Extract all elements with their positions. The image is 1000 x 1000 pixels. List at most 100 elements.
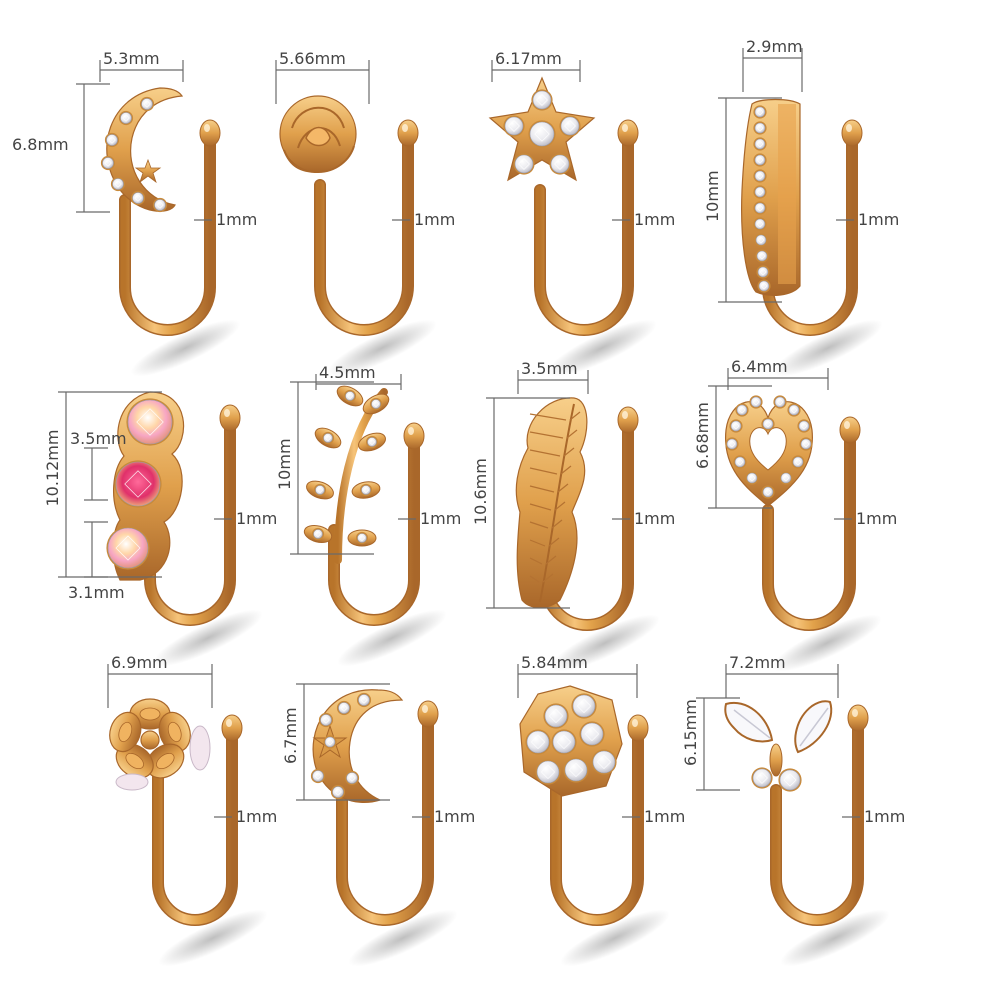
hexagon-stone-5-facet bbox=[540, 764, 556, 780]
heart-stone-11-facet bbox=[782, 474, 790, 482]
star-stone-1-facet bbox=[564, 120, 576, 132]
moon-cuff-ball-end bbox=[199, 119, 221, 147]
moon-star-stone-0-facet bbox=[360, 696, 368, 704]
feather-vein-r-6 bbox=[551, 519, 563, 529]
bar-stone-3 bbox=[754, 154, 766, 166]
leaf-stone-3-facet bbox=[324, 434, 332, 442]
heart-cutout bbox=[749, 427, 787, 471]
heart-cuff-wire bbox=[763, 427, 855, 630]
star-center-stone bbox=[529, 121, 555, 147]
flower-icon bbox=[140, 730, 160, 750]
bar-stone-3-facet bbox=[756, 156, 764, 164]
hexagon-stone-2-facet bbox=[530, 734, 546, 750]
feather-vein-l-6 bbox=[529, 521, 549, 529]
moon-star-cuff-wire bbox=[337, 711, 433, 925]
bar-stone-10-facet bbox=[759, 268, 767, 276]
bar-side bbox=[778, 104, 796, 284]
moon-stone-5 bbox=[132, 192, 144, 204]
heart-cuff-ball-end bbox=[839, 416, 861, 444]
feather-cuff-ball-highlight bbox=[622, 411, 628, 419]
hexagon-wire-label: 1mm bbox=[644, 807, 685, 826]
flower-crystal-right bbox=[189, 725, 211, 771]
feather-vein-l-0 bbox=[529, 413, 567, 421]
star-icon bbox=[134, 158, 162, 184]
feather-vein-l-1 bbox=[529, 431, 564, 439]
heart-stone-5-facet bbox=[732, 422, 740, 430]
feather-vein-l-2 bbox=[529, 449, 561, 457]
hexagon-stone-6-facet bbox=[568, 762, 584, 778]
heart-stone-7 bbox=[800, 438, 812, 450]
heart-stone-7-facet bbox=[802, 440, 810, 448]
bar-stone-8-facet bbox=[757, 236, 765, 244]
flower-cuff-wire bbox=[153, 725, 237, 925]
three-stone-cuff-wire bbox=[145, 415, 235, 625]
star-flower-cuff-ball-highlight bbox=[622, 124, 628, 132]
ab-stone-bottom bbox=[107, 527, 149, 569]
moon-star-wire-label: 1mm bbox=[434, 807, 475, 826]
butterfly-stone-right bbox=[779, 769, 801, 791]
pink-stone-middle bbox=[115, 461, 161, 507]
moon-wire-label: 1mm bbox=[216, 210, 257, 229]
star-stone-2-facet bbox=[554, 158, 566, 170]
bar-cuff-ball-end bbox=[841, 119, 863, 147]
star-stone-3-facet bbox=[518, 158, 530, 170]
butterfly-cuff-wire-outline bbox=[770, 714, 864, 926]
three-stone-middle-label: 3.5mm bbox=[70, 429, 127, 448]
moon-cuff-wire-outline bbox=[119, 129, 216, 336]
hexagon-stone-0 bbox=[544, 704, 568, 728]
bar-stone-0-facet bbox=[756, 108, 764, 116]
ab-stone-bottom-facet bbox=[115, 535, 141, 561]
moon-stone-5-facet bbox=[134, 194, 142, 202]
heart-stone-13-facet bbox=[764, 420, 772, 428]
moon-star-center-stone bbox=[324, 736, 336, 748]
bar-stone-5-facet bbox=[756, 188, 764, 196]
rose-center bbox=[305, 126, 331, 147]
butterfly-wire-label: 1mm bbox=[864, 807, 905, 826]
hexagon-stone-7-facet bbox=[596, 754, 612, 770]
moon-width-label: 5.3mm bbox=[103, 49, 160, 68]
leaf-stone-1 bbox=[345, 391, 355, 401]
heart-stone-6-facet bbox=[728, 440, 736, 448]
heart-stone-8 bbox=[734, 456, 746, 468]
bar-cuff-shadow bbox=[773, 319, 883, 377]
bar-stone-0 bbox=[754, 106, 766, 118]
bar-stone-9-facet bbox=[758, 252, 766, 260]
star-stone-1 bbox=[560, 116, 580, 136]
hexagon-stone-0-facet bbox=[548, 708, 564, 724]
heart-stone-9-facet bbox=[794, 458, 802, 466]
butterfly-body bbox=[769, 743, 783, 777]
moon-stone-3-facet bbox=[104, 159, 112, 167]
flower-cuff-ball-highlight bbox=[226, 719, 232, 727]
heart-stone-3-facet bbox=[790, 406, 798, 414]
heart-stone-11 bbox=[780, 472, 792, 484]
butterfly-wing-facets bbox=[733, 707, 829, 747]
leaf-stone-6 bbox=[357, 533, 367, 543]
moon-star-stone-3 bbox=[312, 770, 324, 782]
rose-petal-3 bbox=[283, 145, 355, 174]
flower-petal-inner-4 bbox=[118, 721, 133, 743]
leaf-width-label: 4.5mm bbox=[319, 363, 376, 382]
butterfly-stone-left-facet bbox=[756, 772, 768, 784]
feather-height-label: 10.6mm bbox=[471, 458, 490, 525]
bar-stone-7-facet bbox=[756, 220, 764, 228]
heart-stone-10-facet bbox=[748, 474, 756, 482]
star-flower-cuff-ball-end bbox=[617, 119, 639, 147]
moon-star-stone-0 bbox=[358, 694, 370, 706]
bar-stone-4 bbox=[754, 170, 766, 182]
leaf-stone-0 bbox=[371, 399, 381, 409]
heart-stone-0 bbox=[736, 404, 748, 416]
moon-star-cuff-wire-outline bbox=[336, 710, 434, 926]
heart-stone-9 bbox=[792, 456, 804, 468]
moon-cuff-ball-highlight bbox=[204, 124, 210, 132]
heart-stone-4 bbox=[798, 420, 810, 432]
heart-stone-0-facet bbox=[738, 406, 746, 414]
feather-vein-r-8 bbox=[545, 555, 557, 565]
heart-stone-2-facet bbox=[776, 398, 784, 406]
leaf-stone-6-facet bbox=[358, 534, 366, 542]
hexagon-stone-4-facet bbox=[584, 726, 600, 742]
bar-stone-11 bbox=[758, 280, 770, 292]
feather-vein-l-3 bbox=[529, 467, 558, 475]
rose-wire-label: 1mm bbox=[414, 210, 455, 229]
